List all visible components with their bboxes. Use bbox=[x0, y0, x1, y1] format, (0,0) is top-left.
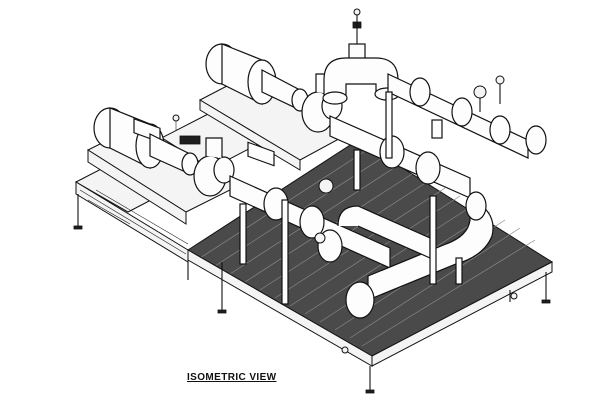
pipe-supports bbox=[239, 91, 463, 305]
check-valve-body bbox=[318, 178, 334, 194]
header-support-bracket bbox=[431, 119, 443, 139]
check-valve-lower bbox=[314, 232, 326, 244]
top-return-bend bbox=[323, 57, 399, 97]
cross-flange-b bbox=[415, 151, 441, 185]
return-loop bbox=[337, 191, 494, 319]
header-flange-2 bbox=[451, 97, 473, 127]
leg-clamp bbox=[510, 292, 518, 300]
header-flange-3 bbox=[489, 115, 511, 145]
motor-lower bbox=[93, 107, 199, 176]
right-edge-beam bbox=[371, 261, 553, 367]
bend-flange-left bbox=[322, 91, 348, 105]
pump-lower bbox=[179, 135, 235, 197]
return-elbow bbox=[367, 197, 494, 301]
valve-handwheel-top bbox=[353, 8, 361, 16]
pump-lower-valve-actuator bbox=[179, 135, 201, 145]
motor-upper bbox=[205, 43, 309, 167]
support-post-3 bbox=[429, 195, 437, 285]
support-post-2 bbox=[385, 91, 393, 159]
header-end-flange bbox=[525, 125, 547, 155]
pressure-gauge-right bbox=[495, 75, 505, 85]
pump-lower-suction-flange bbox=[213, 156, 235, 184]
baseplate-upper-side bbox=[199, 99, 301, 171]
support-post-6 bbox=[455, 257, 463, 285]
lower-bend bbox=[337, 205, 431, 259]
return-inlet-flange bbox=[465, 191, 487, 221]
leg-foot-2 bbox=[217, 309, 227, 314]
view-title: ISOMETRIC VIEW bbox=[187, 372, 277, 383]
valve-handwheel-right bbox=[473, 85, 487, 99]
pressure-gauge-left bbox=[172, 114, 180, 122]
cross-flange-d bbox=[299, 205, 325, 239]
baseplate-lower-side bbox=[87, 149, 187, 225]
support-post-5 bbox=[353, 149, 361, 191]
return-outlet-flange bbox=[345, 281, 375, 319]
suction-header bbox=[322, 8, 400, 105]
drain-fitting bbox=[341, 346, 349, 354]
leg-foot-3 bbox=[365, 389, 375, 394]
motor-upper-junction-box bbox=[247, 141, 275, 167]
leg-foot-4 bbox=[541, 299, 551, 304]
support-post-4 bbox=[239, 203, 247, 265]
header-flange-1 bbox=[409, 77, 431, 107]
discharge-header bbox=[387, 73, 547, 159]
support-post-1 bbox=[281, 199, 289, 305]
leg-foot-1 bbox=[73, 225, 83, 230]
pump-lower-discharge-nozzle bbox=[205, 137, 223, 158]
